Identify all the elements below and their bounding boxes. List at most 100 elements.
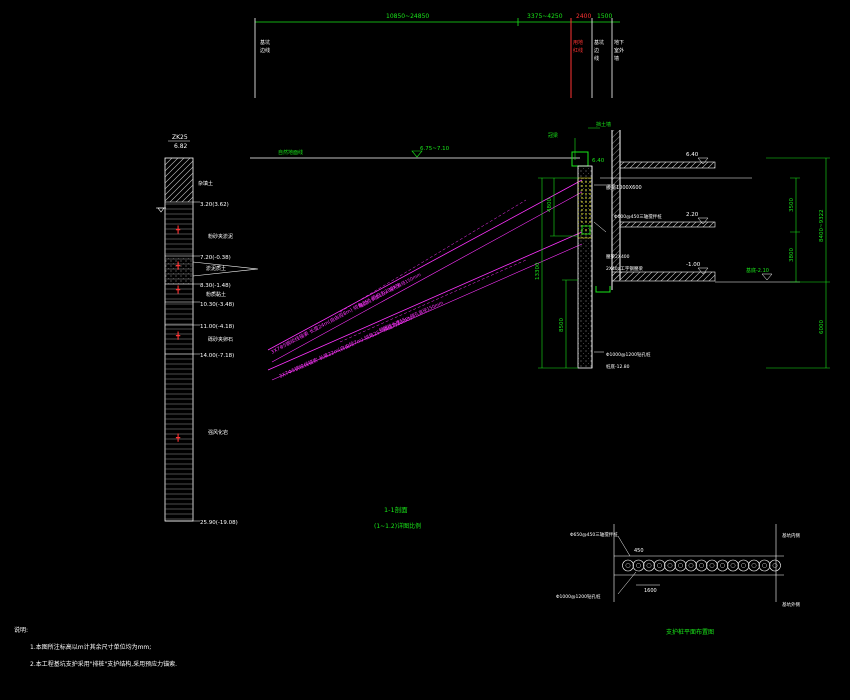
waler2-label: 腰梁2X400	[606, 253, 630, 260]
plan-pile-core	[772, 563, 778, 568]
left-dimensions: 4800 13300 8500	[535, 177, 578, 369]
slab-label: 2X40a工字钢腰梁	[606, 265, 643, 272]
plan-pile-core	[720, 563, 725, 568]
svg-text:线: 线	[594, 55, 599, 62]
plan-mix-label: Φ650@450三轴搅拌桩	[570, 531, 618, 538]
plan-pile-circle	[716, 559, 729, 572]
layer-4-label: 粉质黏土	[206, 291, 226, 298]
layer-depth-7: 25.90(-19.08)	[200, 520, 238, 526]
cap-label: 冠梁	[548, 132, 558, 139]
top-dim-mid: 3375~4250	[527, 13, 563, 20]
dim-3500: 3500	[789, 198, 795, 212]
plan-pile-circle	[758, 559, 771, 572]
svg-text:╋: ╋	[176, 433, 181, 442]
plan-pile-circle	[685, 559, 697, 572]
dim-6000: 6000	[819, 320, 825, 334]
borehole-elev: 6.82	[174, 143, 188, 150]
top-dim-left: 10850~24850	[386, 13, 429, 20]
plan-pile-circle	[632, 559, 645, 572]
notes-heading: 说明:	[14, 626, 28, 634]
svg-text:╋: ╋	[176, 225, 181, 234]
layer-depth-3: 8.30(-1.48)	[200, 283, 231, 289]
svg-text:边: 边	[594, 47, 599, 54]
floor-2-elev: -1.00	[686, 262, 701, 268]
plan-pile-core	[709, 563, 715, 568]
notes-block: 说明: 1.本图所注标高以m计其余尺寸单位均为mm; 2.本工程基坑支护采用"排…	[14, 626, 177, 668]
plan-pile-core	[678, 563, 683, 568]
plan-pile-core	[625, 563, 631, 568]
borehole-title: ZK25	[172, 134, 188, 141]
plan-pile-circle	[769, 559, 781, 572]
top-dimension-group: 10850~24850 3375~4250 2400 1500 基坑 边线 用地…	[254, 13, 624, 98]
plan-pile-row	[622, 559, 781, 572]
top-dim-small: 1500	[597, 13, 612, 20]
plan-pile-core	[667, 563, 673, 568]
plan-pile-core	[730, 563, 736, 568]
right-dimensions: 3500 3800 8400~9322 6000	[766, 157, 830, 369]
svg-text:╋: ╋	[176, 331, 181, 340]
plan-pile-circle	[622, 559, 634, 572]
label-pit-line: 基坑	[594, 39, 604, 46]
floor-top-elev: 6.40	[686, 152, 699, 158]
plan-pile-circle	[664, 559, 676, 572]
svg-text:╋: ╋	[176, 261, 181, 270]
section-subtitle: (1~1.2)详图比例	[374, 522, 421, 530]
plan-pile-core	[636, 563, 641, 568]
section-caption: 1-1剖面 (1~1.2)详图比例	[374, 505, 421, 530]
dim-8500: 8500	[559, 318, 565, 332]
layer-5-label: 砾砂夹卵石	[208, 336, 233, 343]
base-label: 基底-2.10	[746, 267, 769, 274]
layer-depth-2: 7.20(-0.38)	[200, 255, 231, 261]
plan-pile-label: Φ1000@1200钻孔桩	[556, 593, 601, 600]
plan-pile-circle	[674, 559, 687, 572]
top-dim-red: 2400	[576, 13, 591, 20]
plan-pile-core	[751, 563, 757, 568]
ground-label: 自然地面线	[278, 149, 303, 156]
borehole-column: ZK25 6.82 ╋ ╋ ╋ ╋ ╋ 杂填土 3.20(3.62) 粉砂夹淤泥…	[156, 134, 259, 526]
rail-label: 挡土墙	[596, 121, 611, 128]
note-item-1: 1.本图所注标高以m计其余尺寸单位均为mm;	[30, 643, 151, 651]
layer-6-label: 强风化岩	[208, 429, 228, 436]
plan-pile-circle	[748, 559, 760, 572]
plan-pile-circle	[653, 559, 666, 572]
layer-depth-1: 3.20(3.62)	[200, 202, 229, 208]
svg-text:╋: ╋	[176, 285, 181, 294]
dim-4800: 4800	[547, 198, 553, 212]
label-red-line: 用地	[573, 39, 583, 46]
ground-line-group: 自然地面线 6.75~7.10	[250, 146, 580, 159]
plan-pile-circle	[643, 559, 655, 572]
plan-pile-circle	[695, 559, 708, 572]
layer-depth-5: 11.00(-4.18)	[200, 324, 234, 330]
svg-text:室外: 室外	[614, 47, 624, 54]
section-title: 1-1剖面	[384, 505, 408, 514]
layer-depth-4: 10.30(-3.48)	[200, 302, 234, 308]
plan-pile-core	[741, 563, 746, 568]
note-item-2: 2.本工程基坑支护采用"排桩"支护结构,采用预应力锚索.	[30, 660, 177, 668]
mix-pile-label: Φ600@450三轴搅拌桩	[614, 213, 662, 220]
ground-elev: 6.75~7.10	[420, 146, 450, 152]
plan-pile-core	[699, 563, 704, 568]
plan-inner-label: 基坑内侧	[782, 532, 800, 539]
dim-3800: 3800	[789, 248, 795, 262]
plan-pile-circle	[737, 559, 750, 572]
anchor-1-sub: 锚固段长度16m 锚孔直径150mm	[358, 271, 423, 310]
pile-plan-detail: Φ650@450三轴搅拌桩 Φ1000@1200钻孔桩 450 1600 基坑内…	[556, 524, 800, 636]
label-basement-wall: 地下	[614, 39, 624, 46]
elev-top: 6.40	[592, 158, 605, 164]
bored-pile-label: Φ1000@1200钻孔桩	[606, 351, 651, 358]
pile-end-label: 桩底-12.80	[606, 363, 630, 370]
floor-1-elev: 2.20	[686, 212, 699, 218]
plan-pile-circle	[706, 559, 718, 572]
plan-pile-core	[762, 563, 767, 568]
plan-outer-label: 基坑外侧	[782, 601, 800, 608]
plan-pile-core	[646, 563, 652, 568]
plan-pile-circle	[727, 559, 739, 572]
svg-text:墙: 墙	[614, 55, 619, 62]
plan-dim-1600: 1600	[644, 588, 657, 594]
plan-title: 支护桩平面布置图	[666, 628, 714, 636]
dim-total: 8400~9322	[819, 209, 825, 242]
plan-dim-450: 450	[634, 548, 644, 554]
layer-2-label: 粉砂夹淤泥	[208, 233, 233, 240]
plan-pile-core	[688, 563, 694, 568]
